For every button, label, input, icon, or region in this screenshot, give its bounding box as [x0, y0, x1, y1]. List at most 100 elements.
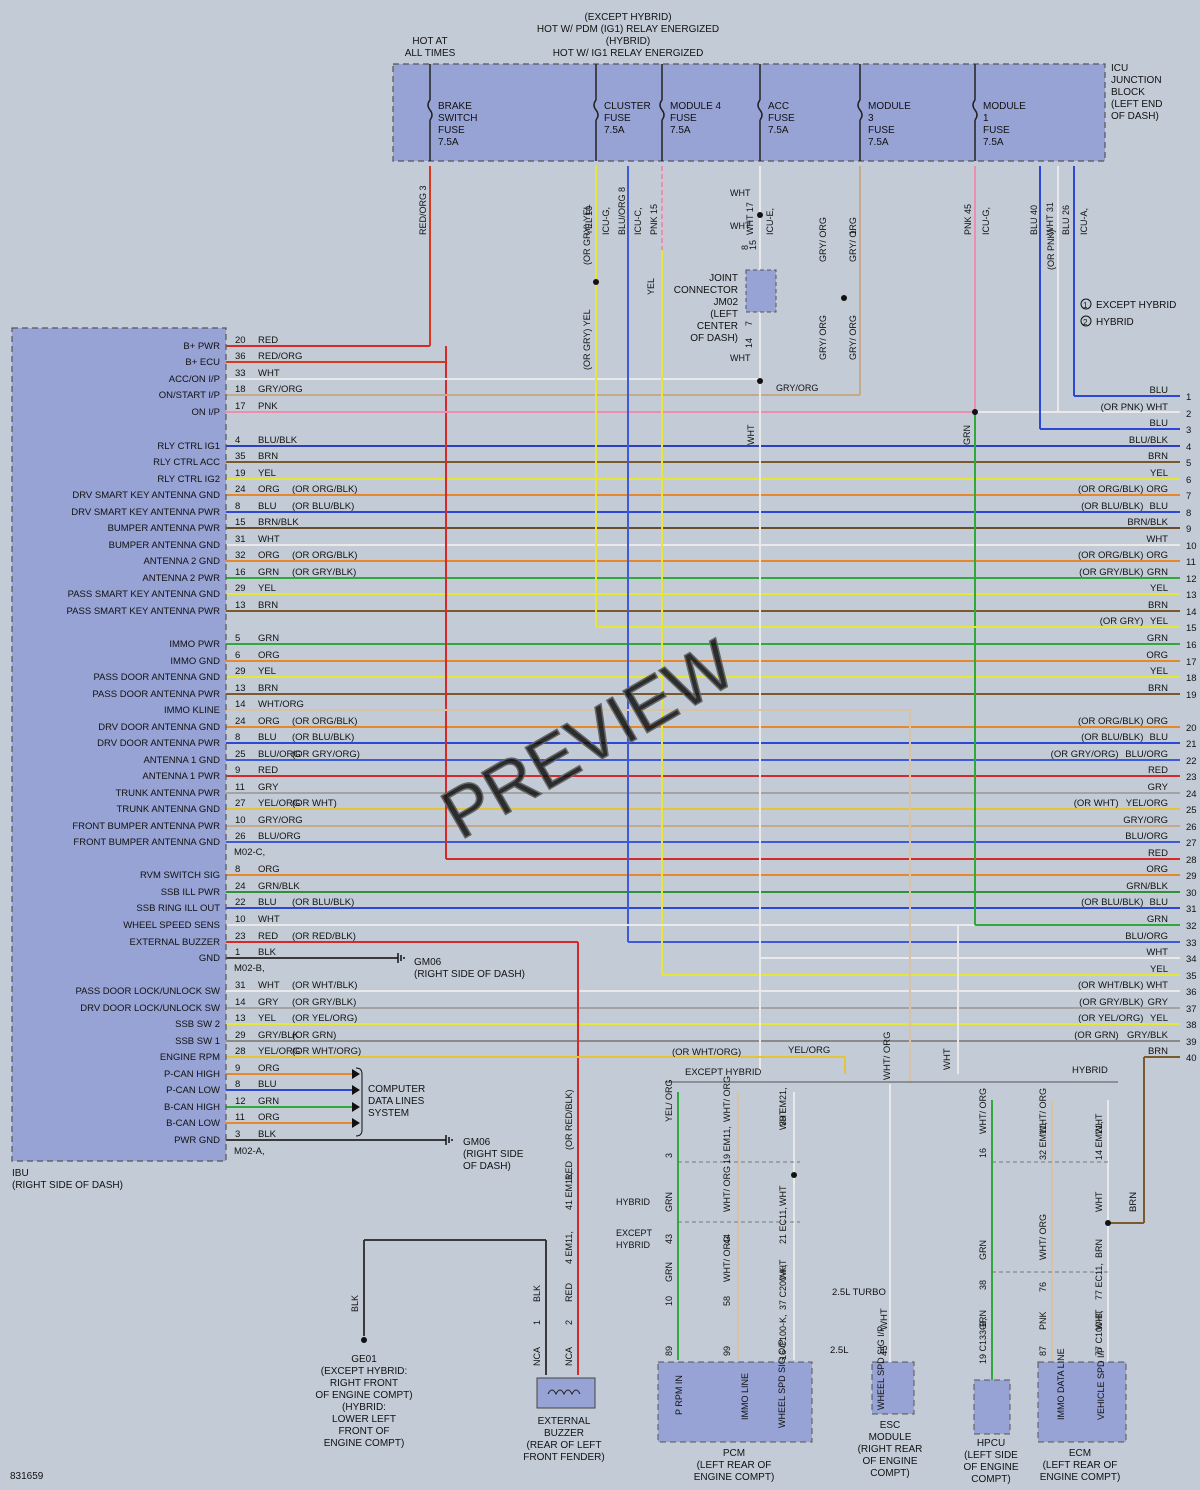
ibu-pin-number: 14 [235, 699, 246, 710]
ibu-signal-label: ANTENNA 1 GND [143, 755, 220, 766]
svg-text:GRN: GRN [962, 425, 972, 445]
svg-text:2: 2 [1083, 318, 1088, 327]
ibu-pin-number: 10 [235, 914, 246, 925]
svg-text:RED: RED [564, 1282, 574, 1302]
ibu-signal-label: FRONT BUMPER ANTENNA PWR [72, 821, 220, 832]
ibu-signal-label: PASS DOOR ANTENNA GND [93, 672, 220, 683]
buzzer-coil-icon [547, 1389, 581, 1396]
terminal-wire-alt: (OR BLU/BLK) [1081, 501, 1143, 512]
fuse-icon [659, 99, 665, 121]
terminal-wire-color: BLU/BLK [1129, 435, 1169, 446]
ibu-pin-number: 6 [235, 650, 240, 661]
svg-text:BLOCK: BLOCK [1111, 87, 1145, 98]
terminal-number: 5 [1186, 458, 1191, 469]
ibu-wire-color: WHT [258, 534, 280, 545]
icu-pin-label: WHT 31 [1045, 202, 1055, 235]
ibu-signal-label: RLY CTRL IG2 [157, 474, 220, 485]
svg-text:ENGINE COMPT): ENGINE COMPT) [324, 1438, 405, 1449]
svg-text:HYBRID: HYBRID [616, 1197, 651, 1207]
ibu-pin-number: 9 [235, 1063, 240, 1074]
ibu-signal-label: DRV SMART KEY ANTENNA GND [72, 490, 220, 501]
ibu-signal-label: IMMO KLINE [164, 705, 220, 716]
svg-text:CONNECTOR: CONNECTOR [674, 285, 738, 296]
terminal-wire-alt: (OR GRY/BLK) [1079, 997, 1143, 1008]
terminal-wire-color: BLU/ORG [1125, 831, 1168, 842]
bottom-pin-label: 3 [664, 1153, 674, 1158]
ibu-signal-label: PASS SMART KEY ANTENNA GND [68, 589, 221, 600]
ibu-signal-label: DRV DOOR ANTENNA PWR [97, 738, 220, 749]
bottom-pin-label: 77 EC11, [1094, 1263, 1104, 1300]
terminal-wire-color: ORG [1146, 716, 1168, 727]
ibu-pin-number: 32 [235, 550, 246, 561]
terminal-number: 9 [1186, 524, 1191, 535]
ibu-wire-alt: (OR YEL/ORG) [292, 1013, 357, 1024]
fuse-label: 3 [868, 113, 874, 124]
ibu-wire-color: BLU [258, 501, 277, 512]
ibu-wire-alt: (OR ORG/BLK) [292, 484, 357, 495]
terminal-number: 17 [1186, 657, 1197, 668]
svg-text:OF ENGINE COMPT): OF ENGINE COMPT) [315, 1390, 412, 1401]
ibu-wire-color: YEL/ORG [258, 1046, 300, 1057]
svg-text:YEL: YEL [646, 278, 656, 295]
svg-text:(RIGHT REAR: (RIGHT REAR [858, 1444, 923, 1455]
ibu-pin-number: 31 [235, 534, 246, 545]
ibu-label: IBU (RIGHT SIDE OF DASH) [12, 1168, 123, 1191]
svg-text:ENGINE COMPT): ENGINE COMPT) [1040, 1472, 1121, 1483]
ibu-wire-color: BRN [258, 683, 278, 694]
terminal-wire-color: GRY/ORG [1123, 815, 1168, 826]
terminal-wire-color: BLU [1150, 385, 1169, 396]
svg-text:1: 1 [532, 1320, 542, 1325]
ibu-pin-number: 25 [235, 749, 246, 760]
terminal-number: 19 [1186, 690, 1197, 701]
fuse-label: FUSE [868, 125, 895, 136]
ground-gm06-b: GM06 (RIGHT SIDE OF DASH) [463, 1137, 524, 1172]
ibu-pin-number: 31 [235, 980, 246, 991]
svg-text:(HYBRID:: (HYBRID: [342, 1402, 386, 1413]
ibu-signal-label: B+ PWR [183, 341, 220, 352]
ibu-wire-color: ORG [258, 864, 280, 875]
splice-dot [593, 279, 599, 285]
svg-text:LOWER LEFT: LOWER LEFT [332, 1414, 396, 1425]
ibu-wire-color: BLU/BLK [258, 435, 298, 446]
bottom-pin-label: YEL/ ORG [664, 1079, 674, 1122]
ibu-pin-number: 29 [235, 666, 246, 677]
ibu-pin-number: 24 [235, 716, 246, 727]
bottom-pin-label: 38 [978, 1280, 988, 1290]
ibu-pin-number: 17 [235, 401, 246, 412]
svg-text:SYSTEM: SYSTEM [368, 1108, 409, 1119]
ibu-pin-number: 12 [235, 1096, 246, 1107]
ibu-pin-number: 8 [235, 732, 240, 743]
terminal-number: 20 [1186, 723, 1197, 734]
terminal-wire-color: GRN [1147, 567, 1168, 578]
terminal-number: 27 [1186, 838, 1197, 849]
arrow-icon [352, 1085, 360, 1095]
svg-text:HYBRID: HYBRID [1072, 1065, 1108, 1076]
svg-text:2.5L: 2.5L [830, 1345, 849, 1356]
ibu-signal-label: ANTENNA 2 PWR [142, 573, 220, 584]
fuse-label: MODULE 4 [670, 101, 722, 112]
right-terminal-row: 27 BLU/ORG [1125, 831, 1196, 849]
bottom-pin-label: WHT [778, 1185, 788, 1206]
svg-text:WHEEL SPD SIG I/P: WHEEL SPD SIG I/P [876, 1326, 886, 1410]
terminal-wire-color: ORG [1146, 550, 1168, 561]
bottom-pin-label: 16 C100-K, [778, 1314, 788, 1360]
